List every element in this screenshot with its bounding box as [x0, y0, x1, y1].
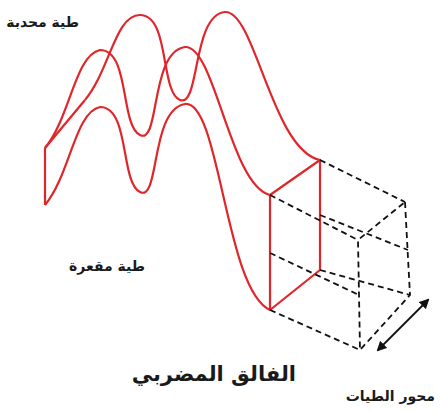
axis-label: محور الطيات	[346, 388, 435, 404]
fold-label: طية محدبة	[6, 14, 79, 30]
fold-label: طية مقعرة	[69, 258, 145, 274]
figure-caption: الفالق المضربي	[132, 362, 296, 386]
